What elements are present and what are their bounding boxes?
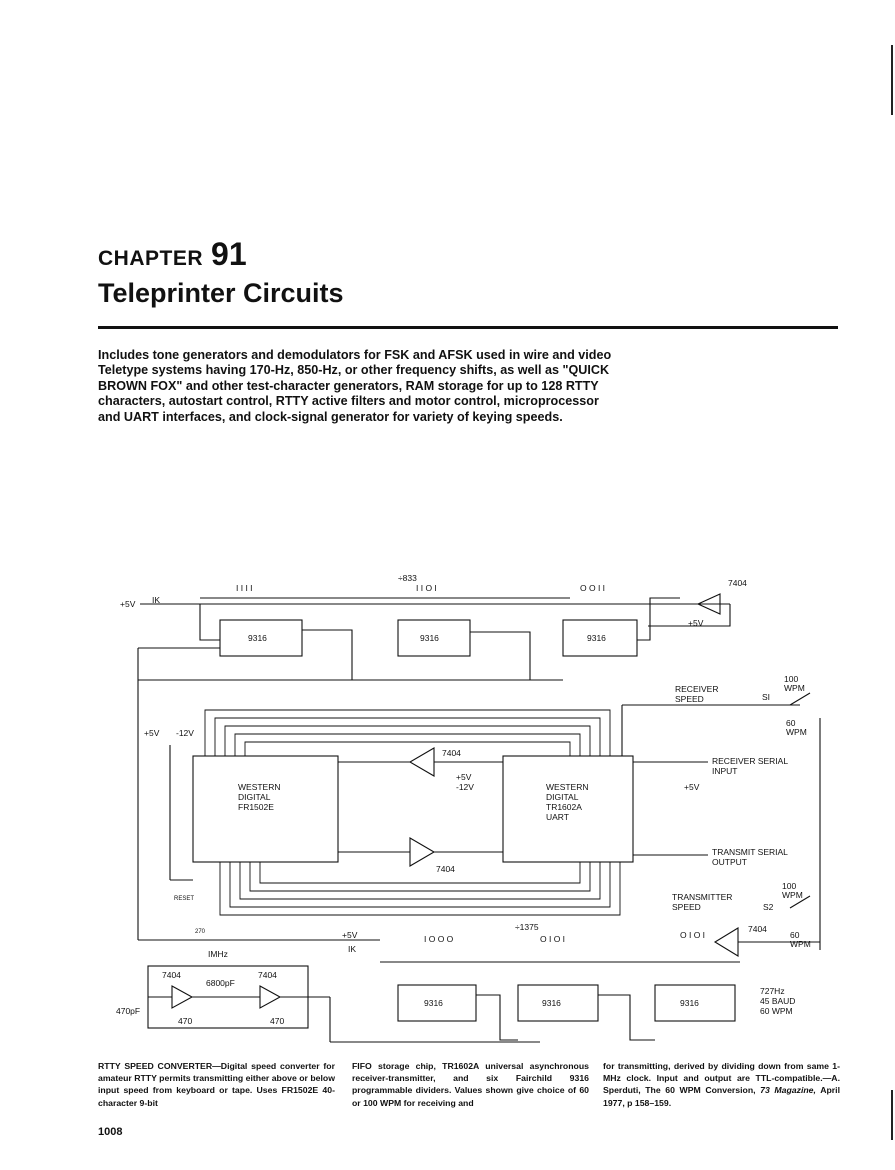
bits-bottom-2: O I O I: [540, 934, 565, 944]
label-470pf: 470pF: [116, 1006, 140, 1016]
label-45-baud: 45 BAUD: [760, 996, 795, 1006]
ic-9316-bottom-2: [517, 984, 599, 1022]
inverter-7404-bottom: [713, 927, 739, 957]
label-s1: SI: [762, 692, 770, 702]
caption-source: 73 Magazine,: [760, 1085, 816, 1096]
label-reset: RESET: [174, 896, 194, 902]
label-fifo-2: DIGITAL: [238, 792, 271, 802]
label-7404-mid-2: 7404: [436, 864, 455, 874]
label-fifo-1: WESTERN: [238, 782, 281, 792]
label-minus12v: -12V: [176, 728, 194, 738]
ic-9316-bottom-1: [397, 984, 477, 1022]
ic-9316-bottom-3: [654, 984, 736, 1022]
label-wpm-a: WPM: [784, 683, 805, 693]
label-plus5v-uart: +5V: [684, 782, 700, 792]
ic-9316-top-1: [219, 619, 303, 657]
label-470-a: 470: [178, 1016, 192, 1026]
bits-bottom-1: I O O O: [424, 934, 454, 944]
label-9316-top-3: 9316: [587, 633, 606, 643]
label-minus12v-mid: -12V: [456, 782, 474, 792]
chapter-word: CHAPTER: [98, 247, 204, 270]
ic-fr1502e: [192, 755, 339, 863]
label-uart-2: DIGITAL: [546, 792, 579, 802]
chapter-number: 91: [211, 236, 247, 272]
label-uart-3: TR1602A: [546, 802, 582, 812]
label-wpm60-b: WPM: [790, 939, 811, 949]
osc-inverter-1: [171, 985, 194, 1009]
label-9316-top-2: 9316: [420, 633, 439, 643]
label-9316-bottom-3: 9316: [680, 998, 699, 1008]
caption-col3-end: April 1977, p 158–159.: [603, 1085, 840, 1108]
inverter-7404-top: [696, 593, 721, 615]
label-transmit-serial-2: OUTPUT: [712, 857, 747, 867]
label-7404-osc-2: 7404: [258, 970, 277, 980]
page-edge-mark-bottom: [891, 1090, 893, 1140]
label-1mhz: IMHz: [208, 949, 228, 959]
ic-9316-top-3: [562, 619, 638, 657]
label-transmitter-speed-2: SPEED: [672, 902, 701, 912]
label-plus5v-top: +5V: [120, 599, 136, 609]
ic-tr1602a: [502, 755, 634, 863]
caption-heading: RTTY SPEED CONVERTER: [98, 1061, 213, 1071]
label-transmitter-speed-1: TRANSMITTER: [672, 892, 732, 902]
label-6800pf: 6800pF: [206, 978, 235, 988]
label-uart-1: WESTERN: [546, 782, 589, 792]
label-7404-top: 7404: [728, 578, 747, 588]
label-div1375: ÷1375: [515, 922, 539, 932]
label-plus5v-mid: +5V: [456, 772, 472, 782]
label-uart-4: UART: [546, 812, 569, 822]
label-7404-mid-1: 7404: [442, 748, 461, 758]
caption-col3-text: for transmitting, derived by dividing do…: [603, 1061, 840, 1096]
label-60-a: 60: [786, 718, 796, 728]
caption-column-1: RTTY SPEED CONVERTER—Digital speed conve…: [98, 1061, 335, 1108]
inverter-7404-mid-2: [409, 837, 436, 867]
chapter-title: Teleprinter Circuits: [98, 278, 344, 308]
label-60wpm-out: 60 WPM: [760, 1006, 793, 1016]
label-plus5v-left: +5V: [144, 728, 160, 738]
label-fifo-3: FR1502E: [238, 802, 274, 812]
label-wpm60-a: WPM: [786, 727, 807, 737]
label-plus5v-bottom: +5V: [342, 930, 358, 940]
title-rule: [98, 326, 838, 329]
label-plus5v-right: +5V: [688, 618, 704, 628]
label-100-a: 100: [784, 674, 798, 684]
label-7404-osc-1: 7404: [162, 970, 181, 980]
label-s2: S2: [763, 902, 774, 912]
label-transmit-serial-1: TRANSMIT SERIAL: [712, 847, 788, 857]
bits-top-1: I I I I: [236, 583, 253, 593]
ic-9316-top-2: [397, 619, 471, 657]
label-100-b: 100: [782, 881, 796, 891]
caption-col1-text: Digital speed converter for amateur RTTY…: [98, 1061, 335, 1108]
caption-column-2: FIFO storage chip, TR1602A universal asy…: [352, 1061, 589, 1108]
osc-inverter-2: [259, 985, 282, 1009]
label-9316-bottom-2: 9316: [542, 998, 561, 1008]
label-727hz: 727Hz: [760, 986, 785, 996]
label-receiver-serial-2: INPUT: [712, 766, 738, 776]
chapter-intro: Includes tone generators and demodulator…: [98, 348, 612, 424]
rtty-speed-converter-schematic: +5V IK ÷833 I I I I I I O I O O I I 9316…: [116, 573, 821, 1043]
label-1k: IK: [152, 595, 160, 605]
caption-column-3: for transmitting, derived by dividing do…: [603, 1060, 840, 1109]
label-9316-bottom-1: 9316: [424, 998, 443, 1008]
chapter-heading: CHAPTER 91: [98, 236, 247, 273]
label-receiver-serial-1: RECEIVER SERIAL: [712, 756, 788, 766]
label-div833: ÷833: [398, 573, 417, 583]
label-wpm-b: WPM: [782, 890, 803, 900]
label-receiver-speed-2: SPEED: [675, 694, 704, 704]
bits-top-2: I I O I: [416, 583, 437, 593]
label-470-b: 470: [270, 1016, 284, 1026]
label-receiver-speed-1: RECEIVER: [675, 684, 718, 694]
label-270: 270: [195, 929, 206, 935]
page-number: 1008: [98, 1126, 123, 1138]
inverter-7404-mid-1: [408, 747, 435, 777]
bits-bottom-3: O I O I: [680, 930, 705, 940]
label-1k-bottom: IK: [348, 944, 356, 954]
bits-top-3: O O I I: [580, 583, 605, 593]
label-7404-bottom: 7404: [748, 924, 767, 934]
label-9316-top-1: 9316: [248, 633, 267, 643]
page-edge-mark-top: [891, 45, 893, 115]
label-60-b: 60: [790, 930, 800, 940]
